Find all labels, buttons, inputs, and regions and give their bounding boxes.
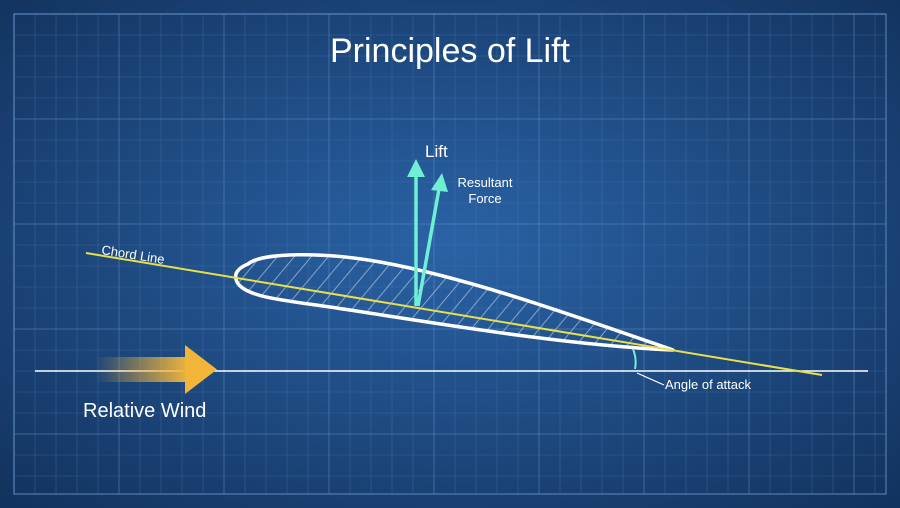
airfoil xyxy=(233,253,675,352)
airfoil-hatch xyxy=(235,254,674,350)
chord-line xyxy=(85,252,823,376)
lift-arrow-head xyxy=(407,159,425,177)
resultant-force-label-line2: Force xyxy=(468,191,501,206)
lift-label: Lift xyxy=(425,142,448,161)
resultant-force-arrow-icon xyxy=(416,173,448,307)
blueprint-grid xyxy=(13,13,887,495)
relative-wind-arrow-head xyxy=(185,345,217,394)
airfoil-outline xyxy=(233,253,675,352)
relative-wind-arrow-icon xyxy=(95,345,217,394)
relative-wind-arrow-tail xyxy=(95,357,190,382)
page-title: Principles of Lift xyxy=(330,32,571,70)
lift-arrow-icon xyxy=(407,159,425,306)
angle-arc xyxy=(632,348,637,370)
angle-of-attack-indicator: Angle of attack xyxy=(632,348,751,392)
angle-leader-line xyxy=(636,372,665,386)
angle-of-attack-label: Angle of attack xyxy=(665,377,751,392)
grid-frame xyxy=(13,13,887,495)
resultant-arrow-shaft xyxy=(416,188,441,307)
resultant-force-label-line1: Resultant xyxy=(458,175,513,190)
relative-wind-label: Relative Wind xyxy=(83,400,206,422)
resultant-arrow-head xyxy=(431,173,448,192)
